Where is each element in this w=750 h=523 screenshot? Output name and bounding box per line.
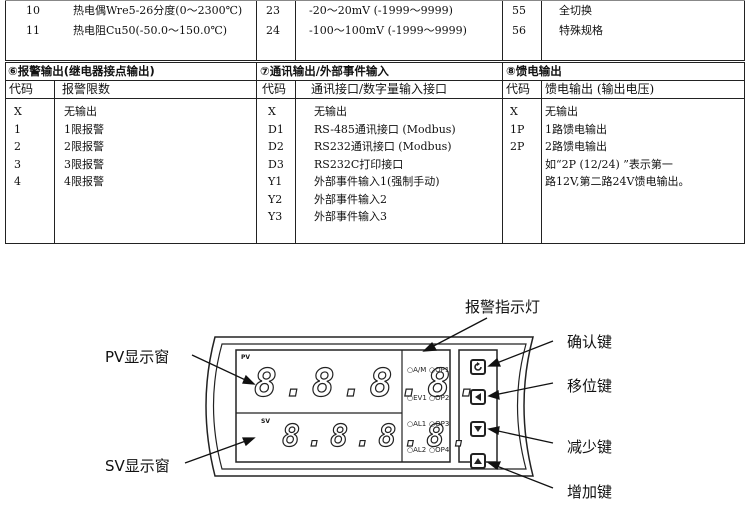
shift-key-label: 移位键 [567, 377, 613, 395]
confirm-key[interactable] [470, 359, 486, 375]
led-am: ○A/M [407, 366, 427, 374]
top-row-code: 23 [266, 4, 280, 17]
feed-desc-header: 馈电输出 (输出电压) [545, 82, 655, 96]
comm-desc: 外部事件输入3 [314, 210, 387, 223]
increase-key-label: 增加键 [567, 483, 613, 501]
top-row-desc: 热电偶Wre5-26分度(0～2300℃) [73, 4, 243, 17]
top-row-code: 56 [512, 24, 526, 37]
feed-desc: 1路馈电输出 [545, 122, 607, 136]
comm-code: Y3 [268, 210, 283, 223]
top-row-code: 10 [26, 4, 40, 17]
alarm-section-title: ⑥报警输出(继电器接点输出) [8, 64, 155, 78]
alarm-light-label: 报警指示灯 [465, 298, 541, 316]
feed-desc: 路12V,第二路24V馈电输出。 [545, 175, 690, 188]
feed-code: 1P [510, 122, 525, 136]
comm-desc: 无输出 [314, 105, 347, 118]
alarm-desc: 2限报警 [64, 140, 104, 153]
comm-desc-header: 通讯接口/数字量输入接口 [311, 82, 448, 96]
comm-code: Y2 [268, 192, 283, 206]
confirm-icon [474, 362, 482, 371]
led-al1: ○AL1 [407, 420, 427, 428]
up-arrow-icon [474, 458, 482, 464]
feed-code-header: 代码 [506, 82, 531, 96]
led-op3: ○OP3 [429, 420, 450, 428]
comm-desc: 外部事件输入2 [314, 192, 387, 206]
comm-code: Y1 [268, 175, 283, 188]
comm-code: X [268, 105, 276, 118]
pv-display-digits: 8.8.8.8. [253, 360, 486, 405]
feed-desc: 2路馈电输出 [545, 140, 607, 153]
top-row-code: 11 [26, 24, 40, 37]
top-row-desc: -20～20mV (-1999～9999) [309, 4, 453, 17]
left-arrow-icon [475, 393, 481, 401]
confirm-key-label: 确认键 [567, 333, 613, 351]
decrease-key[interactable] [470, 421, 486, 437]
comm-section-title: ⑦通讯输出/外部事件输入 [260, 64, 389, 78]
top-row-desc: 特殊规格 [559, 24, 603, 37]
feed-code: 2P [510, 140, 525, 153]
feed-section-title: ⑧馈电输出 [506, 64, 562, 78]
decrease-key-label: 减少键 [567, 438, 613, 456]
feed-desc: 如“2P (12/24) ”表示第一 [545, 157, 673, 171]
alarm-desc: 4限报警 [64, 175, 104, 188]
sv-tag: SV [261, 418, 270, 425]
led-op4: ○OP4 [429, 446, 450, 454]
pv-tag: PV [241, 354, 251, 361]
alarm-code: 3 [14, 157, 21, 171]
top-row-desc: 热电阻Cu50(-50.0～150.0℃) [73, 24, 228, 37]
comm-desc: 外部事件输入1(强制手动) [314, 175, 440, 188]
top-row-code: 55 [512, 4, 526, 17]
comm-desc: RS-485通讯接口 (Modbus) [314, 122, 456, 136]
sv-display-digits: 8.8.8.8. [281, 418, 475, 454]
sv-window-label: SV显示窗 [105, 457, 170, 475]
alarm-code: 2 [14, 140, 21, 153]
down-arrow-icon [474, 426, 482, 432]
comm-code: D1 [268, 122, 284, 136]
alarm-code: 4 [14, 175, 21, 188]
increase-key[interactable] [470, 453, 486, 469]
top-row-code: 24 [266, 24, 280, 37]
alarm-code-header: 代码 [9, 82, 34, 96]
comm-code: D2 [268, 140, 284, 153]
led-ev1: ○EV1 [407, 394, 427, 402]
led-al2: ○AL2 [407, 446, 427, 454]
led-op1: ○OP1 [429, 366, 450, 374]
top-row-desc: -100～100mV (-1999～9999) [309, 24, 467, 37]
feed-desc: 无输出 [545, 105, 578, 118]
led-op2: ○OP2 [429, 394, 450, 402]
comm-desc: RS232通讯接口 (Modbus) [314, 140, 452, 153]
alarm-desc: 3限报警 [64, 157, 104, 171]
shift-key[interactable] [470, 389, 486, 405]
top-row-desc: 全切换 [559, 4, 592, 17]
comm-code: D3 [268, 157, 284, 171]
alarm-desc: 无输出 [64, 105, 97, 118]
comm-code-header: 代码 [262, 82, 287, 96]
alarm-desc: 1限报警 [64, 122, 104, 136]
alarm-code: 1 [14, 122, 21, 136]
pv-window-label: PV显示窗 [105, 348, 170, 366]
comm-desc: RS232C打印接口 [314, 157, 404, 171]
alarm-desc-header: 报警限数 [62, 82, 111, 96]
alarm-code: X [14, 105, 22, 118]
feed-code: X [510, 105, 518, 118]
